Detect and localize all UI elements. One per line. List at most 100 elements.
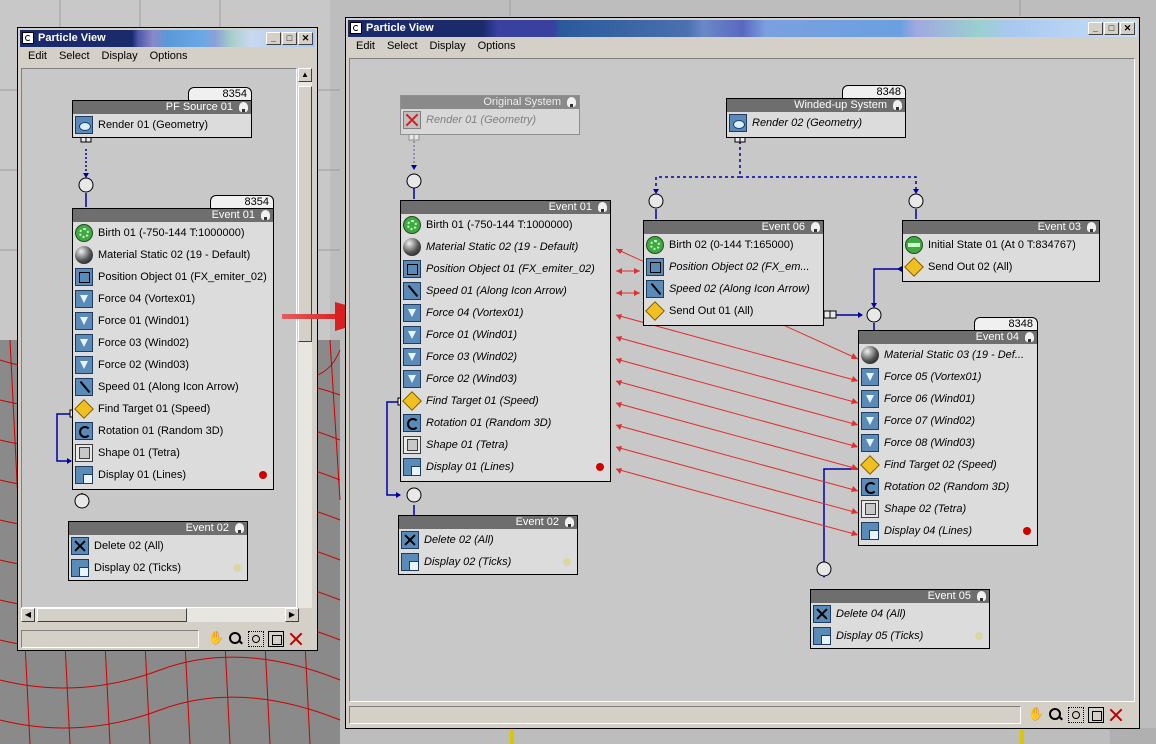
operator-force[interactable]: Force 07 (Wind02) <box>859 410 1037 432</box>
right-event01-node[interactable]: Event 01 Birth 01 (-750-144 T:1000000) M… <box>400 200 611 482</box>
lightbulb-icon[interactable] <box>565 517 574 527</box>
event02-header[interactable]: Event 02 <box>69 522 247 535</box>
operator-force[interactable]: Force 02 (Wind03) <box>73 354 273 376</box>
operator-display[interactable]: Display 02 (Ticks) <box>69 557 247 579</box>
lightbulb-icon[interactable] <box>567 97 576 107</box>
operator-position[interactable]: Position Object 01 (FX_emiter_02) <box>73 266 273 288</box>
zoom-icon[interactable] <box>228 631 244 647</box>
lightbulb-icon[interactable] <box>239 102 248 112</box>
operator-speed[interactable]: Speed 01 (Along Icon Arrow) <box>73 376 273 398</box>
original-system-header[interactable]: Original System <box>401 96 579 109</box>
test-send-out[interactable]: Send Out 02 (All) <box>903 256 1099 278</box>
operator-rotation[interactable]: Rotation 02 (Random 3D) <box>859 476 1037 498</box>
event05-node[interactable]: Event 05 Delete 04 (All) Display 05 (Tic… <box>810 589 990 649</box>
operator-birth[interactable]: Birth 02 (0-144 T:165000) <box>644 234 823 256</box>
event06-header[interactable]: Event 06 <box>644 221 823 234</box>
operator-shape[interactable]: Shape 02 (Tetra) <box>859 498 1037 520</box>
event06-node[interactable]: Event 06 Birth 02 (0-144 T:165000) Posit… <box>643 220 824 326</box>
menu-options[interactable]: Options <box>477 40 516 52</box>
test-find-target[interactable]: Find Target 02 (Speed) <box>859 454 1037 476</box>
pf-source-header[interactable]: PF Source 01 <box>73 101 251 114</box>
right-graph-canvas[interactable]: Original System Render 01 (Geometry) 834… <box>349 58 1135 702</box>
event01-header[interactable]: Event 01 <box>73 209 273 222</box>
minimize-button[interactable]: _ <box>266 32 281 45</box>
left-event01-node[interactable]: Event 01 Birth 01 (-750-144 T:1000000) M… <box>72 208 274 490</box>
pan-hand-icon[interactable] <box>208 630 224 647</box>
zoom-icon[interactable] <box>1048 707 1064 723</box>
menu-options[interactable]: Options <box>149 50 188 62</box>
operator-force[interactable]: Force 01 (Wind01) <box>73 310 273 332</box>
operator-display[interactable]: Display 01 (Lines) <box>401 456 610 478</box>
operator-display[interactable]: Display 05 (Ticks) <box>811 625 989 647</box>
right-status-field[interactable] <box>349 706 1021 724</box>
operator-delete[interactable]: Delete 04 (All) <box>811 603 989 625</box>
event03-header[interactable]: Event 03 <box>903 221 1099 234</box>
lightbulb-icon[interactable] <box>1087 222 1096 232</box>
operator-delete[interactable]: Delete 02 (All) <box>69 535 247 557</box>
original-system-node[interactable]: Original System Render 01 (Geometry) <box>400 95 580 135</box>
winded-up-system-header[interactable]: Winded-up System <box>727 99 905 112</box>
operator-rotation[interactable]: Rotation 01 (Random 3D) <box>401 412 610 434</box>
operator-birth[interactable]: Birth 01 (-750-144 T:1000000) <box>401 214 610 236</box>
operator-speed[interactable]: Speed 02 (Along Icon Arrow) <box>644 278 823 300</box>
operator-force[interactable]: Force 04 (Vortex01) <box>73 288 273 310</box>
menu-select[interactable]: Select <box>58 50 90 62</box>
operator-material[interactable]: Material Static 02 (19 - Default) <box>401 236 610 258</box>
pf-source-node[interactable]: PF Source 01 Render 01 (Geometry) <box>72 100 252 138</box>
lightbulb-icon[interactable] <box>598 202 607 212</box>
operator-position[interactable]: Position Object 01 (FX_emiter_02) <box>401 258 610 280</box>
scroll-left-arrow[interactable]: ◀ <box>21 608 35 622</box>
test-find-target[interactable]: Find Target 01 (Speed) <box>401 390 610 412</box>
lightbulb-icon[interactable] <box>261 210 270 220</box>
lightbulb-icon[interactable] <box>977 591 986 601</box>
operator-force[interactable]: Force 04 (Vortex01) <box>401 302 610 324</box>
lightbulb-icon[interactable] <box>811 222 820 232</box>
operator-display[interactable]: Display 04 (Lines) <box>859 520 1037 542</box>
operator-force[interactable]: Force 05 (Vortex01) <box>859 366 1037 388</box>
operator-display[interactable]: Display 02 (Ticks) <box>399 551 577 573</box>
operator-shape[interactable]: Shape 01 (Tetra) <box>401 434 610 456</box>
operator-render[interactable]: Render 01 (Geometry) <box>401 109 579 131</box>
operator-display[interactable]: Display 01 (Lines) <box>73 464 273 486</box>
maximize-button[interactable]: □ <box>1104 22 1119 35</box>
menu-edit[interactable]: Edit <box>356 40 375 52</box>
operator-shape[interactable]: Shape 01 (Tetra) <box>73 442 273 464</box>
operator-material[interactable]: Material Static 03 (19 - Def... <box>859 344 1037 366</box>
maximize-button[interactable]: □ <box>282 32 297 45</box>
test-find-target[interactable]: Find Target 01 (Speed) <box>73 398 273 420</box>
event01-header[interactable]: Event 01 <box>401 201 610 214</box>
scroll-thumb[interactable] <box>37 608 187 622</box>
operator-speed[interactable]: Speed 01 (Along Icon Arrow) <box>401 280 610 302</box>
left-event02-node[interactable]: Event 02 Delete 02 (All) Display 02 (Tic… <box>68 521 248 581</box>
event05-header[interactable]: Event 05 <box>811 590 989 603</box>
left-status-field[interactable] <box>21 630 199 648</box>
lightbulb-icon[interactable] <box>235 523 244 533</box>
close-button[interactable]: ✕ <box>298 32 313 45</box>
menu-edit[interactable]: Edit <box>28 50 47 62</box>
left-horizontal-scrollbar[interactable]: ◀ ▶ <box>21 608 299 622</box>
minimize-button[interactable]: _ <box>1088 22 1103 35</box>
event04-header[interactable]: Event 04 <box>859 331 1037 344</box>
operator-initial-state[interactable]: Initial State 01 (At 0 T:834767) <box>903 234 1099 256</box>
pan-hand-icon[interactable] <box>1028 706 1044 723</box>
scroll-up-arrow[interactable]: ▲ <box>298 68 312 82</box>
operator-delete[interactable]: Delete 02 (All) <box>399 529 577 551</box>
operator-render[interactable]: Render 02 (Geometry) <box>727 112 905 134</box>
zoom-extents-icon[interactable] <box>1088 707 1104 723</box>
right-title-bar[interactable]: Particle View _ □ ✕ <box>348 20 1137 37</box>
operator-material[interactable]: Material Static 02 (19 - Default) <box>73 244 273 266</box>
scroll-thumb[interactable] <box>298 86 312 342</box>
operator-birth[interactable]: Birth 01 (-750-144 T:1000000) <box>73 222 273 244</box>
menu-display[interactable]: Display <box>101 50 138 62</box>
operator-force[interactable]: Force 08 (Wind03) <box>859 432 1037 454</box>
winded-up-system-node[interactable]: Winded-up System Render 02 (Geometry) <box>726 98 906 138</box>
left-vertical-scrollbar[interactable]: ▲ <box>298 68 312 608</box>
lightbulb-icon[interactable] <box>1025 332 1034 342</box>
event02-header[interactable]: Event 02 <box>399 516 577 529</box>
operator-position[interactable]: Position Object 02 (FX_em... <box>644 256 823 278</box>
operator-force[interactable]: Force 03 (Wind02) <box>401 346 610 368</box>
operator-force[interactable]: Force 01 (Wind01) <box>401 324 610 346</box>
operator-force[interactable]: Force 03 (Wind02) <box>73 332 273 354</box>
test-send-out[interactable]: Send Out 01 (All) <box>644 300 823 322</box>
operator-force[interactable]: Force 06 (Wind01) <box>859 388 1037 410</box>
